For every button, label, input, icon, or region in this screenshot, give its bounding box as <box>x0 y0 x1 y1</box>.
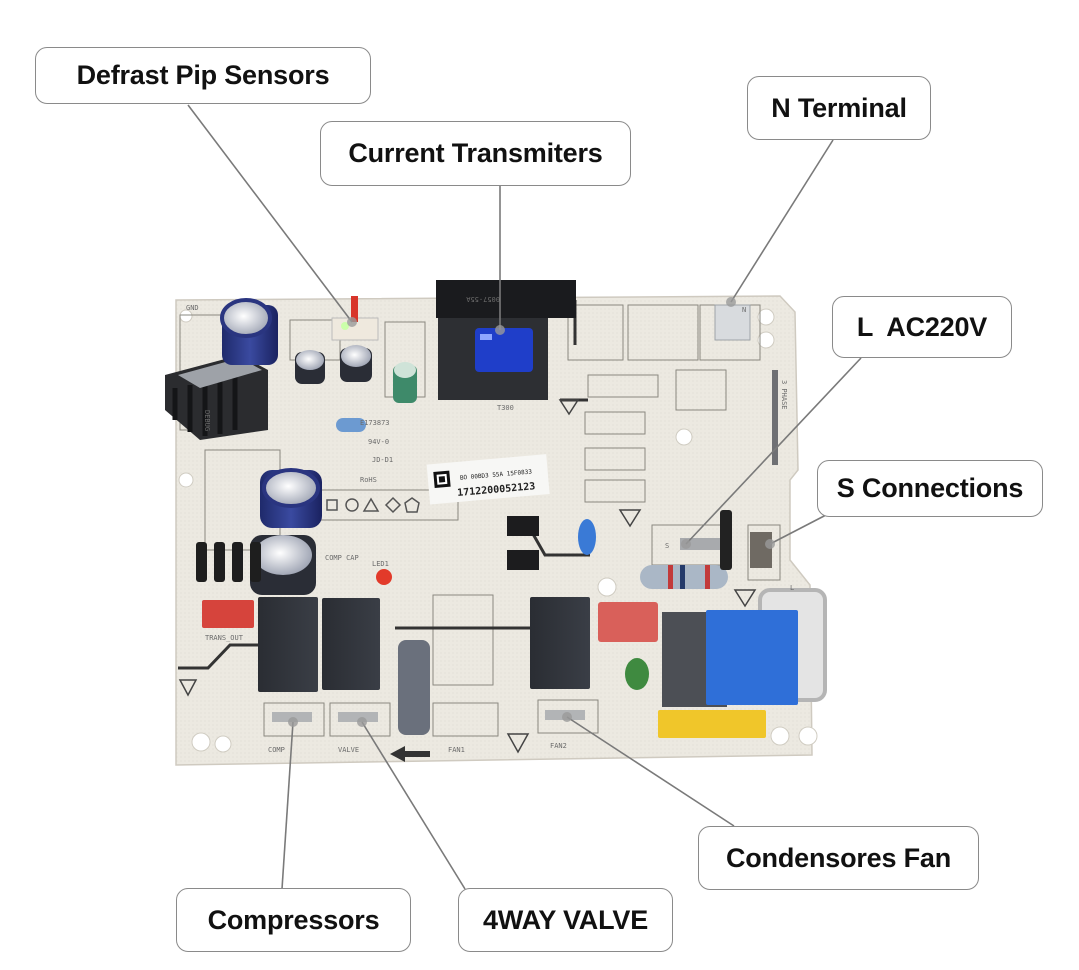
capacitor-green <box>393 362 417 403</box>
crystal-blue <box>336 418 366 432</box>
warning-triangles <box>178 399 757 754</box>
leader-n-terminal <box>730 139 834 303</box>
callout-label: 4WAY VALVE <box>482 904 649 935</box>
led-red <box>376 569 392 585</box>
silk-three-phase: 3 PHASE <box>780 380 788 410</box>
callout-n-terminal: N Terminal <box>747 76 931 140</box>
silkscreen-arrow <box>390 746 430 762</box>
blue-capacitor-small <box>578 519 596 555</box>
leader-l-ac220v <box>685 357 862 545</box>
callout-label: Compressors <box>207 904 380 935</box>
relay-fan <box>530 597 590 689</box>
callout-4way-valve: 4WAY VALVE <box>458 888 673 952</box>
three-phase-stripe <box>772 370 778 465</box>
capacitor-small-1 <box>295 350 325 384</box>
silk-ul-file: E173873 <box>360 419 390 427</box>
callout-label: Current Transmiters <box>348 138 603 168</box>
callout-current-transmiters: Current Transmiters <box>320 121 631 186</box>
silk-s: S <box>665 542 669 550</box>
fuse-grey <box>398 640 430 735</box>
red-connector-right <box>598 602 658 642</box>
silk-fan1: FAN1 <box>448 746 465 754</box>
leader-4way <box>361 721 466 890</box>
silk-fan2: FAN2 <box>550 742 567 750</box>
callout-s-connections: S Connections <box>817 460 1043 517</box>
silk-comp-cap: COMP CAP <box>325 554 359 562</box>
serial-sticker: BO 00BD3 55A 15F0833 1712200052123 <box>426 454 550 505</box>
silk-n: N <box>742 306 746 314</box>
power-resistor <box>640 565 728 589</box>
silk-valve: VALVE <box>338 746 359 754</box>
capacitor-mid <box>260 468 322 528</box>
capacitor-small-2 <box>340 345 372 382</box>
capacitor-large-top <box>220 298 278 365</box>
silk-led: LED1 <box>372 560 389 568</box>
callout-defrast-pip-sensors: Defrast Pip Sensors <box>35 47 371 104</box>
silkscreen-shape-row <box>326 496 420 514</box>
silk-gnd: GND <box>186 304 199 312</box>
terminal-comp <box>272 712 312 722</box>
green-varistor <box>625 658 649 690</box>
callout-label: Defrast Pip Sensors <box>76 60 330 90</box>
callout-label: Condensores Fan <box>725 842 952 873</box>
leader-compressors <box>281 721 294 890</box>
silk-trans-out: TRANS_OUT <box>205 634 244 642</box>
silk-t300: T300 <box>497 404 514 412</box>
silk-debug: DEBUG <box>203 410 211 431</box>
callout-label: L AC220V <box>856 311 988 342</box>
callout-compressors: Compressors <box>176 888 411 952</box>
silk-rohs: RoHS <box>360 476 377 484</box>
leader-s-connections <box>769 514 827 545</box>
terminal-valve <box>338 712 378 722</box>
silk-94v0: 94V-0 <box>368 438 389 446</box>
silk-comp: COMP <box>268 746 285 754</box>
callout-l-ac220v: L AC220V <box>832 296 1012 358</box>
callout-label: N Terminal <box>771 92 907 123</box>
callout-condensores-fan: Condensores Fan <box>698 826 979 890</box>
trans-out-connector <box>202 600 254 628</box>
heatsink <box>165 355 268 440</box>
silk-maker: JD-D1 <box>372 456 393 464</box>
mounting-holes <box>178 308 818 753</box>
transformer-code: 0057-55A <box>465 295 500 303</box>
callout-label: S Connections <box>836 473 1024 503</box>
leader-endpoints <box>288 297 775 727</box>
optocoupler-2 <box>507 550 539 570</box>
terminal-s <box>750 532 772 568</box>
relay-compressor <box>258 597 318 692</box>
silk-l: L <box>790 584 794 592</box>
current-transformer: 0057-55A <box>436 280 576 400</box>
capacitor-low <box>250 535 316 595</box>
blue-x-capacitor <box>706 610 798 705</box>
leader-lines <box>187 104 862 890</box>
relay-4way-valve <box>322 598 380 690</box>
leader-defrast <box>187 104 353 323</box>
leader-condensores <box>566 716 735 827</box>
diode-row <box>196 542 261 582</box>
diode-vertical <box>720 510 732 570</box>
optocoupler-1 <box>507 516 539 536</box>
silkscreen-labels: 94V-0 E173873 JD-D1 RoHS COMP VALVE FAN1… <box>186 304 794 754</box>
yellow-capacitor <box>658 710 766 738</box>
